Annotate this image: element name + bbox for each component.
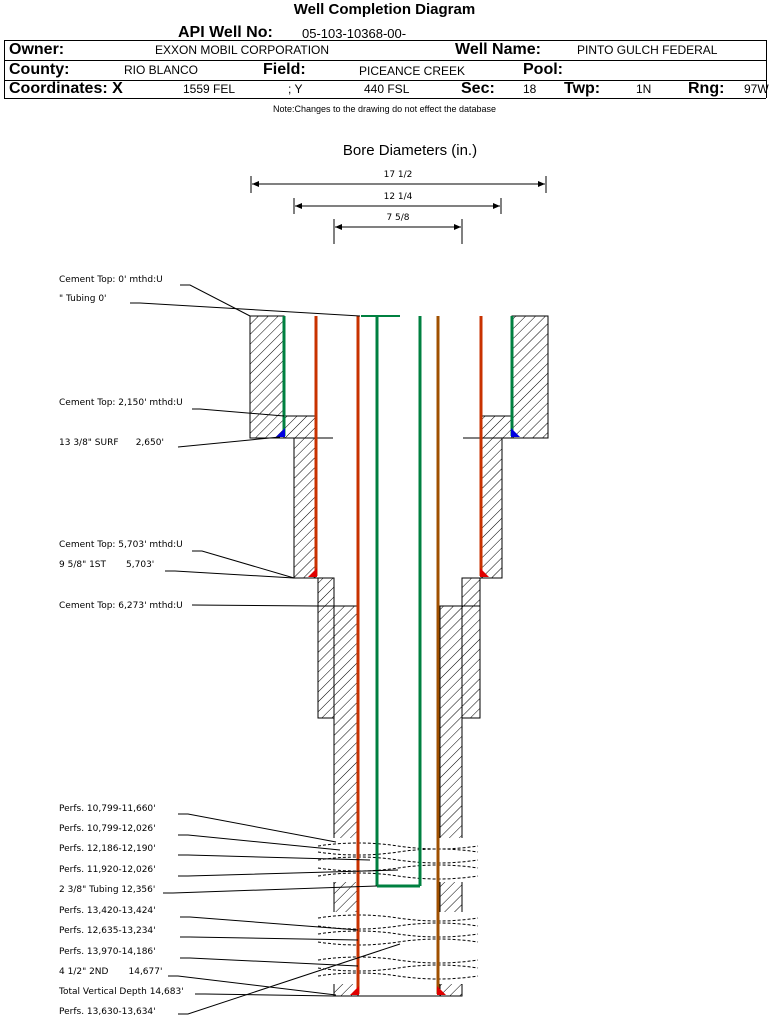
annotation-perfs-13420-13424: Perfs. 13,420-13,424' [59,906,156,916]
annotation-cement-top-2150: Cement Top: 2,150' mthd:U [59,398,183,408]
field-value: PICEANCE CREEK [359,64,466,78]
annotation-cement-top-6273: Cement Top: 6,273' mthd:U [59,601,183,611]
annotation-intermediate-casing: 9 5/8" 1ST 5,703' [59,560,154,570]
annotation-perfs-10799-12026: Perfs. 10,799-12,026' [59,824,156,834]
bore-dimension-12-1-4: 12 1/4 [293,192,502,214]
bore-dimension-7-5-8: 7 5/8 [333,213,463,244]
intermediate-hole-section [283,415,513,579]
pool-label: Pool: [523,61,563,78]
coordy-value: 440 FSL [364,82,410,96]
twp-label: Twp: [564,80,601,97]
annotation-tubing-12356: 2 3/8" Tubing 12,356' [59,885,155,895]
annotations: Cement Top: 0' mthd:U " Tubing 0' Cement… [58,275,184,1017]
rng-value: 97W [744,82,769,96]
bore-label-17-1-2: 17 1/2 [384,170,413,180]
sec-value: 18 [523,82,537,96]
bore-label-7-5-8: 7 5/8 [386,213,409,223]
annotation-perfs-11920-12026: Perfs. 11,920-12,026' [59,865,156,875]
header-rule-2 [4,80,766,81]
twp-value: 1N [636,82,652,96]
bore-label-12-1-4: 12 1/4 [384,192,413,202]
header-rule-bottom [4,98,766,99]
intermediate-shoe-left [308,568,317,577]
surface-shoe-right [511,428,520,437]
coordx-value: 1559 FEL [183,82,236,96]
surface-shoe-left [276,428,285,437]
annotation-perfs-12186-12190: Perfs. 12,186-12,190' [59,844,156,854]
api-value: 05-103-10368-00- [302,26,407,41]
perforation-zones [317,838,479,984]
note-text: Note:Changes to the drawing do not effec… [273,104,496,114]
coordy-label: ; Y [288,82,303,96]
production-shoe-left [350,986,359,995]
header-rule-left [4,40,5,98]
api-label: API Well No: [178,24,273,41]
rng-label: Rng: [688,80,725,97]
intermediate-shoe-right [480,568,489,577]
annotation-perfs-13630-13634: Perfs. 13,630-13,634' [59,1007,156,1017]
annotation-cement-top-0: Cement Top: 0' mthd:U [59,275,163,285]
bore-dimension-17-1-2: 17 1/2 [250,170,547,193]
owner-value: EXXON MOBIL CORPORATION [155,43,330,57]
annotation-leaders [130,284,401,1015]
bore-diameters-title: Bore Diameters (in.) [343,142,477,159]
surface-hole-section [249,315,549,439]
wellname-value: PINTO GULCH FEDERAL [577,43,718,57]
county-label: County: [9,61,70,78]
owner-label: Owner: [9,41,65,58]
annotation-tubing-0: " Tubing 0' [59,294,107,304]
county-value: RIO BLANCO [124,63,199,77]
production-hole-section [317,577,481,997]
annotation-perfs-13970-14186: Perfs. 13,970-14,186' [59,947,156,957]
annotation-surface-casing: 13 3/8" SURF 2,650' [59,438,164,448]
annotation-perfs-10799-11660: Perfs. 10,799-11,660' [59,804,156,814]
header-rule-right [766,40,767,98]
sec-label: Sec: [461,80,495,97]
coordx-label: Coordinates: X [9,80,123,97]
wellname-label: Well Name: [455,41,541,58]
annotation-production-casing: 4 1/2" 2ND 14,677' [59,967,162,977]
annotation-cement-top-5703: Cement Top: 5,703' mthd:U [59,540,183,550]
header-rule-top [4,40,766,41]
field-label: Field: [263,61,306,78]
header-rule-1 [4,60,766,61]
diagram-title: Well Completion Diagram [293,1,476,18]
annotation-total-vertical-depth: Total Vertical Depth 14,683' [58,987,184,997]
annotation-perfs-12635-13234: Perfs. 12,635-13,234' [59,926,156,936]
production-shoe-right [437,986,446,995]
hole-step-lines [284,437,512,997]
casing-shoes [276,428,520,995]
